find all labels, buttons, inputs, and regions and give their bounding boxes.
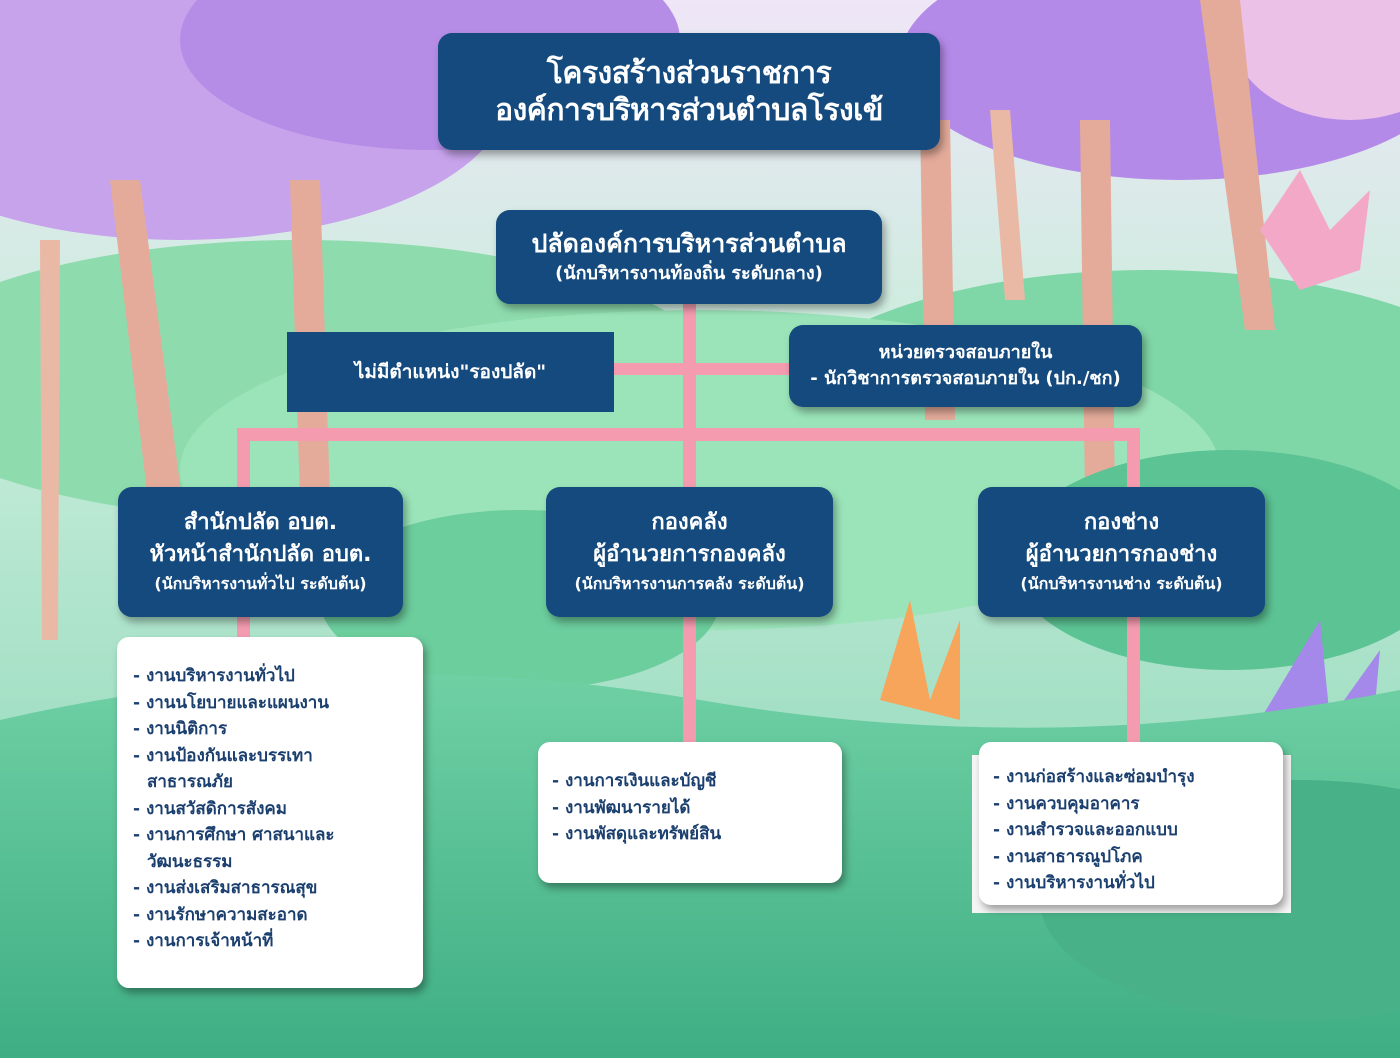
division-head: หัวหน้าสำนักปลัด อบต. [149, 542, 372, 567]
task-list-finance: งานการเงินและบัญชี งานพัฒนารายได้ งานพัส… [538, 742, 842, 883]
list-item: งานส่งเสริมสาธารณสุข [133, 875, 411, 902]
chart-title-line2: องค์การบริหารส่วนตำบลโรงเข้ [495, 92, 883, 128]
division-name: กองช่าง [1083, 510, 1160, 535]
connector-branch-left [237, 428, 250, 490]
internal-audit-position: - นักวิชาการตรวจสอบภายใน (ปก./ชก) [810, 368, 1121, 389]
division-head-level: (นักบริหารงานการคลัง ระดับต้น) [574, 574, 805, 593]
tree-trunk [1200, 0, 1275, 330]
tree-trunk [110, 180, 190, 560]
division-box-finance: กองคลัง ผู้อำนวยการกองคลัง (นักบริหารงาน… [546, 487, 833, 617]
pink-canopy [1230, 0, 1400, 120]
chief-administrator-title: ปลัดองค์การบริหารส่วนตำบล [531, 229, 847, 258]
division-head-level: (นักบริหารงานทั่วไป ระดับต้น) [154, 574, 367, 593]
list-item: งานการศึกษา ศาสนาและวัฒนะธรรม [133, 822, 357, 875]
connector-branch-horizontal [237, 428, 1140, 441]
division-name: สำนักปลัด อบต. [183, 510, 338, 535]
list-item: งานสวัสดิการสังคม [133, 796, 411, 823]
list-item: งานนโยบายและแผนงาน [133, 690, 411, 717]
connector-clerk-tasks [237, 615, 250, 639]
list-item: งานสาธารณูปโภค [993, 844, 1271, 871]
list-item: งานสำรวจและออกแบบ [993, 817, 1271, 844]
list-item: งานพัฒนารายได้ [552, 795, 830, 822]
chart-title-box: โครงสร้างส่วนราชการ องค์การบริหารส่วนตำบ… [438, 33, 940, 150]
list-item: งานป้องกันและบรรเทาสาธารณภัย [133, 743, 357, 796]
tree-trunk [990, 110, 1025, 300]
list-item: งานบริหารงานทั่วไป [133, 663, 411, 690]
chart-title-line1: โครงสร้างส่วนราชการ [546, 55, 832, 91]
list-item: งานบริหารงานทั่วไป [993, 870, 1271, 897]
task-list-public-works: งานก่อสร้างและซ่อมบำรุง งานควบคุมอาคาร ง… [979, 742, 1283, 905]
list-item: งานการเจ้าหน้าที่ [133, 928, 411, 955]
no-deputy-box: ไม่มีตำแหน่ง"รองปลัด" [287, 332, 614, 412]
tree-trunk [1080, 120, 1115, 500]
tree-trunk [40, 240, 60, 640]
connector-branch-right [1127, 428, 1140, 490]
internal-audit-box: หน่วยตรวจสอบภายใน - นักวิชาการตรวจสอบภาย… [789, 325, 1142, 407]
list-item: งานควบคุมอาคาร [993, 791, 1271, 818]
connector-audit [696, 363, 791, 375]
task-list-clerk-office: งานบริหารงานทั่วไป งานนโยบายและแผนงาน งา… [117, 637, 423, 988]
division-head: ผู้อำนวยการกองคลัง [593, 542, 786, 567]
list-item: งานพัสดุและทรัพย์สิน [552, 821, 830, 848]
connector-finance-tasks [683, 615, 696, 745]
division-head-level: (นักบริหารงานช่าง ระดับต้น) [1020, 574, 1223, 593]
pink-plant [1260, 170, 1370, 290]
division-box-clerk-office: สำนักปลัด อบต. หัวหน้าสำนักปลัด อบต. (นั… [118, 487, 403, 617]
connector-works-tasks [1127, 615, 1140, 745]
internal-audit-title: หน่วยตรวจสอบภายใน [878, 342, 1053, 363]
division-box-public-works: กองช่าง ผู้อำนวยการกองช่าง (นักบริหารงาน… [978, 487, 1265, 617]
list-item: งานก่อสร้างและซ่อมบำรุง [993, 764, 1271, 791]
list-item: งานการเงินและบัญชี [552, 768, 830, 795]
chief-administrator-box: ปลัดองค์การบริหารส่วนตำบล (นักบริหารงานท… [496, 210, 882, 304]
list-item: งานรักษาความสะอาด [133, 902, 411, 929]
no-deputy-label: ไม่มีตำแหน่ง"รองปลัด" [354, 361, 547, 383]
chief-administrator-level: (นักบริหารงานท้องถิ่น ระดับกลาง) [555, 263, 823, 284]
connector-manager-down [683, 303, 696, 490]
list-item: งานนิติการ [133, 716, 411, 743]
orange-plant [880, 600, 960, 720]
division-head: ผู้อำนวยการกองช่าง [1025, 542, 1218, 567]
connector-no-deputy [612, 363, 684, 375]
division-name: กองคลัง [651, 510, 728, 535]
